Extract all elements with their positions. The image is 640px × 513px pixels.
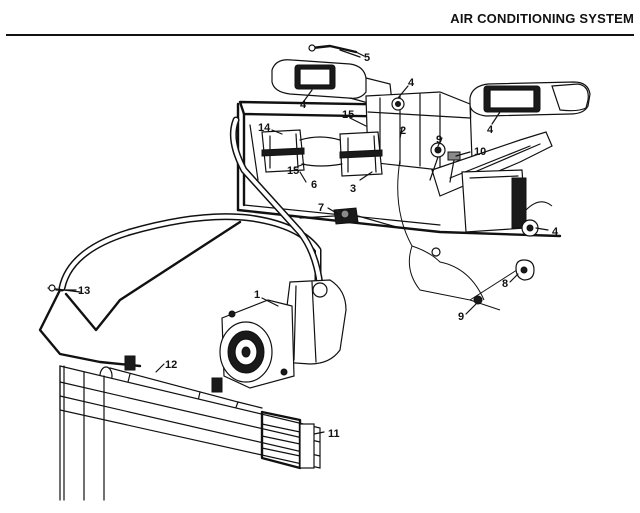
- refrigerant-pipe: [38, 220, 242, 368]
- switch-8: [515, 259, 535, 281]
- compressor: [219, 279, 347, 389]
- callout-15-top: 15: [342, 109, 354, 121]
- blower-box-left: [261, 129, 305, 173]
- vent-duct-right: [469, 81, 591, 117]
- heater-box: [461, 169, 553, 237]
- connector-9: [473, 295, 483, 305]
- callout-15-left: 15: [287, 165, 299, 177]
- callout-3: 3: [350, 183, 356, 195]
- callout-4-right: 4: [487, 124, 494, 136]
- callout-4-top: 4: [408, 77, 415, 89]
- callouts: 5 4 4 4 4 2 15 14 15 6 3 7 9 10 8 9 1 13…: [78, 52, 559, 440]
- blower-box-right: [339, 131, 383, 177]
- thermostat: [447, 151, 461, 183]
- vent-pipe: [308, 44, 365, 57]
- callout-11: 11: [328, 428, 340, 440]
- title-rule: [6, 34, 634, 36]
- callout-7: 7: [318, 202, 324, 214]
- callout-14: 14: [258, 122, 271, 134]
- callout-9-top: 9: [436, 134, 442, 146]
- callout-6: 6: [311, 179, 317, 191]
- callout-5: 5: [364, 52, 370, 64]
- callout-4-box: 4: [552, 226, 559, 238]
- expansion-valve: [429, 142, 446, 181]
- page-title: AIR CONDITIONING SYSTEM: [450, 11, 634, 26]
- condenser: [59, 365, 321, 501]
- callout-8: 8: [502, 278, 508, 290]
- callout-10: 10: [474, 146, 486, 158]
- callout-2: 2: [400, 125, 406, 137]
- valve-7: [299, 207, 401, 229]
- callout-13: 13: [78, 285, 90, 297]
- leader-lines: [55, 49, 549, 435]
- callout-12: 12: [165, 359, 177, 371]
- refrigerant-hose-loop: [58, 116, 324, 292]
- callout-9-bottom: 9: [458, 311, 464, 323]
- callout-4-left: 4: [300, 99, 307, 111]
- callout-1: 1: [254, 289, 260, 301]
- blower-tube: [299, 136, 343, 167]
